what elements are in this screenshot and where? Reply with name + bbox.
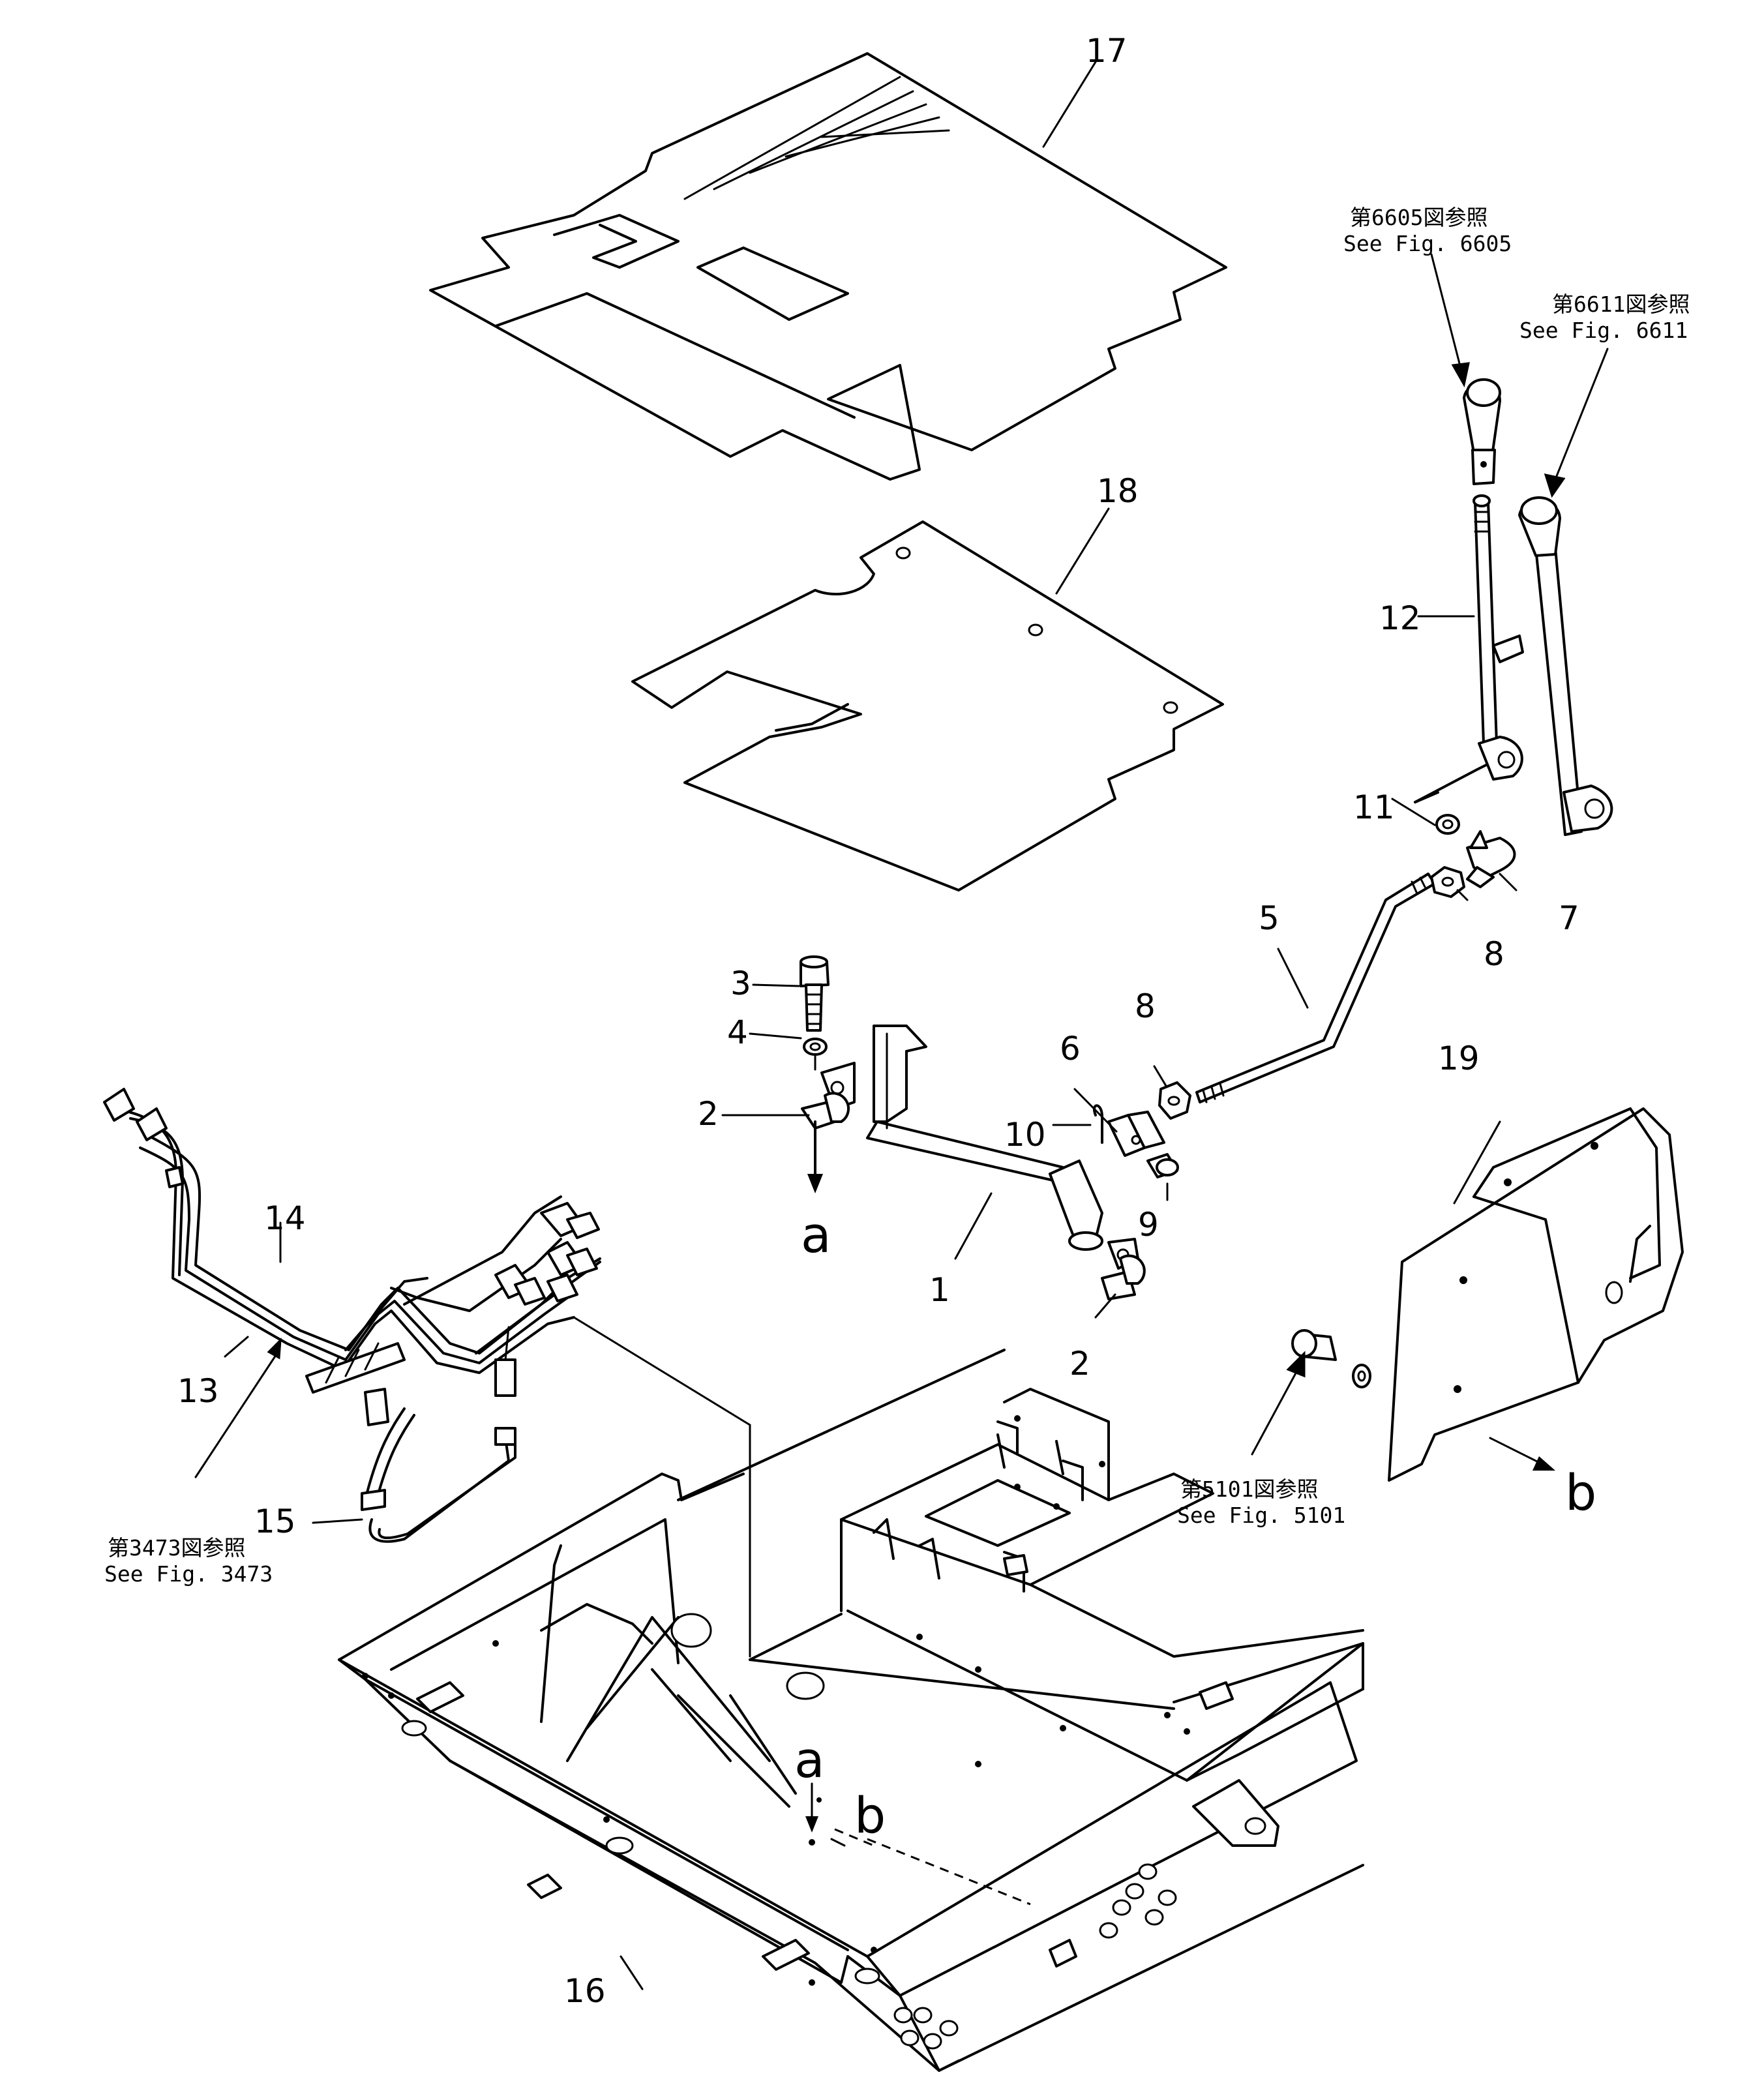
- link-bar-part-1: [820, 1025, 1139, 1270]
- bracket-part-2-upper: [801, 1092, 850, 1193]
- ref-6611-en: See Fig. 6611: [1519, 318, 1688, 343]
- floor-mat-part-17: [429, 52, 1227, 481]
- washer-part-4: [803, 1038, 828, 1056]
- marker-arrows: [805, 1437, 1555, 1847]
- callout-17: 17: [1086, 32, 1128, 70]
- lever-part-12-left: [1472, 494, 1524, 781]
- callout-12: 12: [1379, 599, 1421, 637]
- marker-a-bottom: a: [794, 1731, 825, 1789]
- ref-5101-jp: 第5101図参照: [1180, 1476, 1318, 1502]
- hose-assembly-parts-13-14: [103, 1088, 601, 1374]
- marker-b-bottom: b: [854, 1786, 886, 1844]
- callout-8-upper: 8: [1484, 935, 1504, 973]
- callout-13: 13: [177, 1372, 219, 1410]
- washer-part-11: [1435, 814, 1460, 835]
- ref-3473-jp: 第3473図参照: [108, 1535, 245, 1561]
- callout-9: 9: [1138, 1206, 1159, 1244]
- ref-5101-en: See Fig. 5101: [1177, 1503, 1345, 1528]
- marker-letters: a a b b: [794, 1206, 1596, 1844]
- routing-line: [573, 1316, 751, 1658]
- callout-1: 1: [929, 1271, 950, 1309]
- callout-10: 10: [1004, 1116, 1046, 1154]
- floor-plate-part-18: [631, 507, 1224, 891]
- leader-lines: [194, 253, 1609, 1990]
- callout-4: 4: [727, 1013, 748, 1051]
- callout-16: 16: [564, 1972, 606, 2010]
- callout-18: 18: [1097, 472, 1139, 510]
- ref-6611-jp: 第6611図参照: [1552, 292, 1690, 317]
- callout-11: 11: [1353, 788, 1395, 826]
- ref-6605-en: See Fig. 6605: [1343, 231, 1512, 256]
- hose-part-15: [305, 1326, 516, 1543]
- callout-5: 5: [1259, 899, 1279, 937]
- marker-a-top: a: [801, 1206, 831, 1264]
- callout-19: 19: [1438, 1040, 1480, 1077]
- callout-numbers: 17 18 12 11 7 8 5 8 6 10 9 3 4 2 1 2 19 …: [177, 32, 1579, 2010]
- ref-3473-en: See Fig. 3473: [104, 1561, 273, 1587]
- callout-6: 6: [1060, 1030, 1081, 1068]
- callout-2-lower: 2: [1069, 1345, 1090, 1383]
- callout-2-upper: 2: [698, 1095, 719, 1133]
- callout-7: 7: [1559, 899, 1579, 937]
- rod-part-5: [1195, 873, 1436, 1103]
- hose-fittings: [494, 1202, 600, 1306]
- nut-part-8-upper: [1430, 866, 1465, 898]
- callout-15: 15: [254, 1503, 296, 1540]
- bolt-part-9: [1146, 1153, 1179, 1178]
- ref-6605-jp: 第6605図参照: [1350, 205, 1487, 230]
- bolt-washer-fig5101: [1291, 1329, 1371, 1388]
- callout-8-lower: 8: [1135, 987, 1156, 1025]
- lever-part-12-right: [1518, 496, 1613, 836]
- marker-b-right: b: [1565, 1463, 1596, 1521]
- main-frame-part-16: [338, 1349, 1364, 2072]
- knob-fig6605: [1463, 378, 1501, 485]
- ball-joint-part-7: [1466, 830, 1516, 888]
- clevis-part-6: [1107, 1111, 1165, 1157]
- bolt-part-3: [800, 955, 830, 1032]
- callout-14: 14: [264, 1199, 306, 1237]
- figure-references: 第6605図参照 See Fig. 6605 第6611図参照 See Fig.…: [104, 205, 1690, 1587]
- cover-part-19: [1388, 1107, 1684, 1482]
- callout-3: 3: [730, 965, 751, 1002]
- bracket-part-2-lower: [1101, 1254, 1146, 1300]
- nut-part-8-lower: [1158, 1081, 1191, 1120]
